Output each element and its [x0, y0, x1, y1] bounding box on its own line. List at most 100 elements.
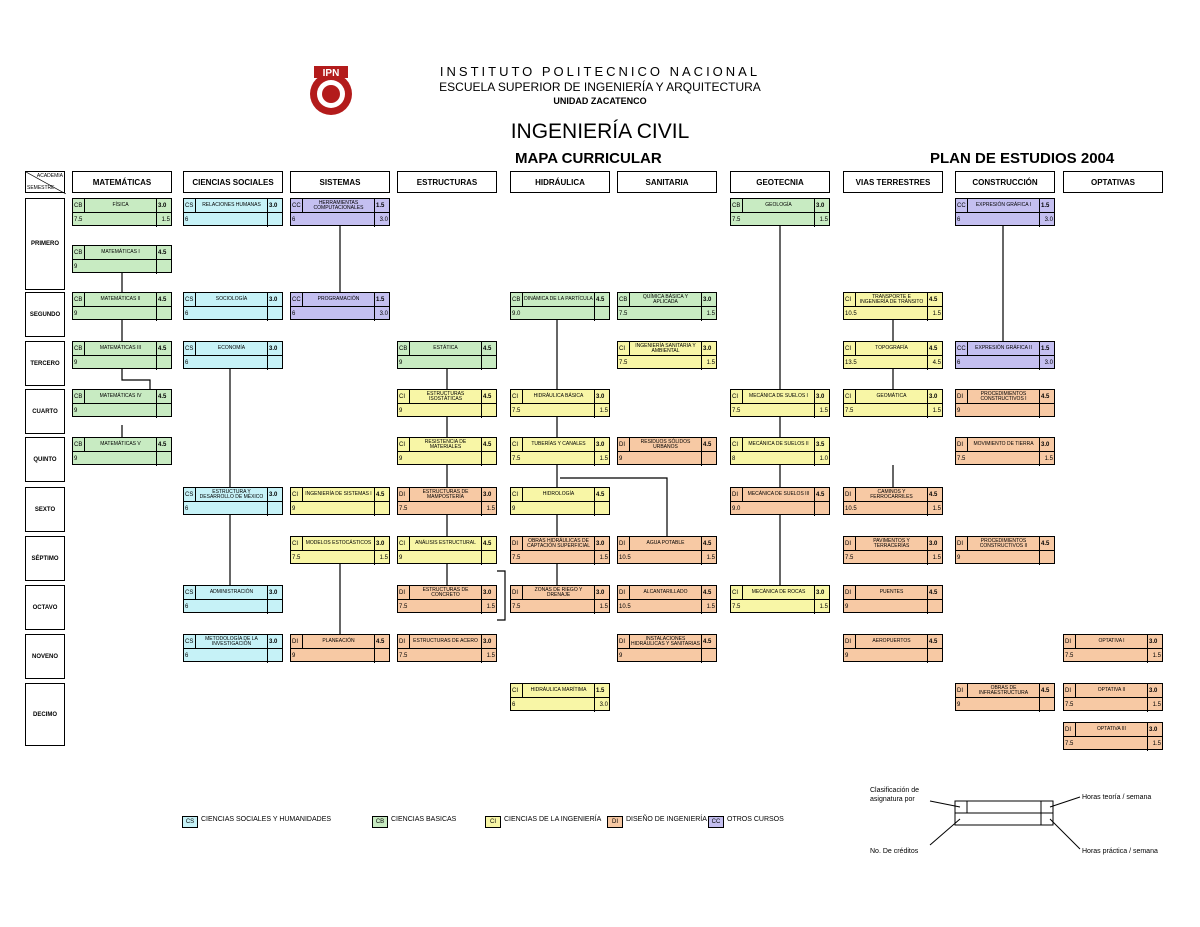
legend-label: CIENCIAS BASICAS [391, 816, 457, 823]
course-name: SOCIOLOGÍA [196, 293, 268, 307]
course-practice-hours: 1.5 [486, 653, 495, 659]
course-name: OPTATIVA I [1076, 635, 1148, 649]
course-theory-hours: 3.5 [815, 438, 829, 452]
course-practice-hours [815, 502, 829, 516]
course-type: CI [398, 438, 410, 452]
course-type: CI [511, 438, 523, 452]
course-practice-hours: 1.5 [486, 604, 495, 610]
course-theory-hours: 3.0 [595, 390, 609, 404]
course-name: TRANSPORTE E INGENIERÍA DE TRÁNSITO [856, 293, 928, 307]
course-type: CI [398, 390, 410, 404]
course-type: CI [844, 342, 856, 356]
course-type: CI [731, 438, 743, 452]
semester-label: SÉPTIMO [25, 536, 65, 581]
course-practice-hours [268, 600, 282, 614]
course-credits: 7.5 [844, 551, 928, 565]
semester-label: OCTAVO [25, 585, 65, 630]
course-practice-hours: 1.5 [932, 408, 941, 414]
school-title: ESCUELA SUPERIOR DE INGENIERÍA Y ARQUITE… [439, 80, 761, 94]
legend-swatch: CC [708, 816, 724, 828]
course-name: ADMINISTRACIÓN [196, 586, 268, 600]
course-theory-hours: 4.5 [815, 488, 829, 502]
course-practice-hours: 1.5 [1152, 653, 1161, 659]
course-credits: 9 [844, 600, 928, 614]
course-theory-hours: 4.5 [482, 537, 496, 551]
course-type: DI [511, 586, 523, 600]
course-practice-hours [1040, 551, 1054, 565]
course-theory-hours: 3.0 [815, 390, 829, 404]
course-name: METODOLOGÍA DE LA INVESTIGACIÓN [196, 635, 268, 649]
course-type: DI [956, 438, 968, 452]
course-credits: 7.5 [618, 307, 702, 321]
course-credits: 9 [511, 502, 595, 516]
column-header: OPTATIVAS [1063, 171, 1163, 193]
course-theory-hours: 3.0 [268, 199, 282, 213]
course-type: CS [184, 635, 196, 649]
course-practice-hours: 1.0 [819, 456, 828, 462]
course-credits: 7.5 [73, 213, 157, 227]
course-theory-hours: 4.5 [157, 342, 171, 356]
course-name: ESTRUCTURAS DE CONCRETO [410, 586, 482, 600]
course-credits: 9 [398, 356, 482, 370]
course-theory-hours: 3.0 [157, 199, 171, 213]
